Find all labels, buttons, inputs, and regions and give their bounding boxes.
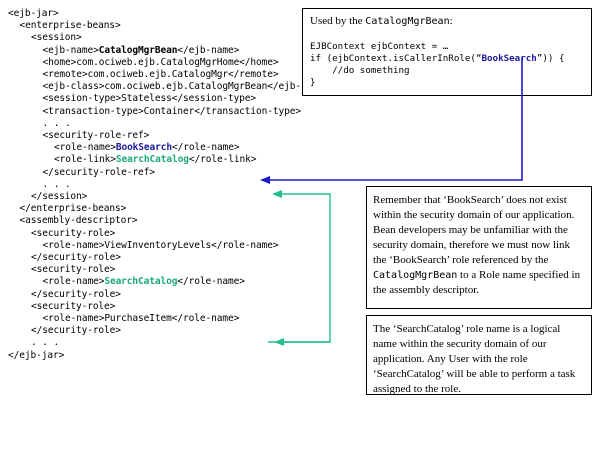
code-text: <assembly-descriptor> — [19, 215, 138, 227]
code-line: <session> — [31, 32, 82, 44]
callout-code-line: EJBContext ejbContext = … — [310, 41, 564, 53]
code-text: if (ejbContext.isCallerInRole(“ — [310, 53, 482, 64]
code-line: <ejb-jar> — [8, 8, 59, 20]
code-text: <home>com.ociweb.ejb.CatalogMgrHome</hom… — [42, 56, 279, 68]
code-text: . . . — [42, 117, 71, 129]
code-text: <role-link> — [54, 154, 116, 166]
code-line: <transaction-type>Container</transaction… — [43, 106, 302, 118]
code-text: <session> — [31, 32, 82, 44]
highlighted-role-name: BookSearch — [115, 142, 173, 154]
note-text: Remember that ‘BookSearch’ does not exis… — [373, 194, 575, 266]
code-line: <role-name>BookSearch</role-name> — [54, 142, 240, 154]
code-line: </security-role> — [31, 252, 121, 264]
code-text: <transaction-type>Container</transaction… — [42, 105, 302, 117]
code-line: </security-role-ref> — [43, 167, 155, 179]
code-line: <enterprise-beans> — [20, 20, 121, 32]
code-text: <session-type>Stateless</session-type> — [42, 93, 257, 105]
highlighted-role-name: SearchCatalog — [104, 276, 178, 288]
code-text: <ejb-name> — [42, 44, 99, 56]
code-text: <ejb-class>com.ociweb.ejb.CatalogMgrBean… — [42, 81, 335, 93]
code-line: <home>com.ociweb.ejb.CatalogMgrHome</hom… — [43, 57, 279, 69]
code-text: <role-name> — [42, 276, 105, 288]
code-line: <security-role> — [31, 301, 115, 313]
callout-code-line: if (ejbContext.isCallerInRole(“BookSearc… — [310, 53, 564, 65]
code-text: <enterprise-beans> — [19, 20, 121, 32]
code-line: . . . — [31, 337, 59, 349]
callout-code-box: Used by the CatalogMgrBean: EJBContext e… — [302, 8, 592, 96]
highlighted-role-name: BookSearch — [481, 53, 537, 64]
code-text: . . . — [42, 178, 71, 190]
code-line: </enterprise-beans> — [20, 203, 127, 215]
note-code-term: CatalogMgrBean — [373, 270, 458, 281]
code-text: </role-name> — [177, 276, 245, 288]
code-text: <security-role-ref> — [42, 130, 150, 141]
code-line: <role-name>ViewInventoryLevels</role-nam… — [43, 240, 279, 252]
code-text: <role-name> — [54, 142, 116, 154]
code-line: <ejb-name>CatalogMgrBean</ejb-name> — [43, 45, 240, 57]
code-line: <role-link>SearchCatalog</role-link> — [54, 154, 256, 166]
code-line: <session-type>Stateless</session-type> — [43, 93, 257, 105]
code-text: . . . — [31, 337, 60, 349]
callout-title: Used by the CatalogMgrBean: — [310, 15, 453, 27]
code-text: } — [310, 77, 316, 88]
code-text: </role-link> — [188, 154, 257, 166]
booksearch-note: Remember that ‘BookSearch’ does not exis… — [366, 186, 592, 309]
code-line: <security-role> — [31, 264, 115, 276]
code-text: </ejb-jar> — [8, 349, 65, 361]
code-text: </security-role> — [31, 325, 121, 337]
code-line: <role-name>SearchCatalog</role-name> — [43, 276, 245, 288]
code-line: </ejb-jar> — [8, 350, 64, 362]
code-text: <role-name>ViewInventoryLevels</role-nam… — [42, 239, 279, 251]
code-line: <role-name>PurchaseItem</role-name> — [43, 313, 240, 325]
code-line: <ejb-class>com.ociweb.ejb.CatalogMgrBean… — [43, 81, 335, 93]
highlighted-role-name: CatalogMgrBean — [98, 44, 178, 56]
code-text: </session> — [31, 191, 88, 202]
code-text: </security-role> — [31, 252, 121, 263]
callout-code-line: } — [310, 77, 564, 89]
code-line: <remote>com.ociweb.ejb.CatalogMgr</remot… — [43, 69, 279, 81]
code-line: </security-role> — [31, 289, 121, 301]
searchcatalog-link-arrow — [268, 190, 331, 343]
code-line: <security-role> — [31, 228, 115, 240]
code-text: <remote>com.ociweb.ejb.CatalogMgr</remot… — [42, 69, 279, 80]
searchcatalog-note-text: The ‘SearchCatalog’ role name is a logic… — [373, 323, 576, 395]
code-line: . . . — [43, 118, 71, 130]
code-line: <security-role-ref> — [43, 130, 150, 142]
code-line: </session> — [31, 191, 87, 203]
code-text: </role-name> — [172, 142, 240, 154]
code-line: </security-role> — [31, 325, 121, 337]
code-text: <security-role> — [31, 300, 116, 312]
code-text: <security-role> — [31, 227, 116, 239]
callout-code-snippet: EJBContext ejbContext = …if (ejbContext.… — [310, 41, 564, 89]
callout-code-line: //do something — [310, 65, 564, 77]
code-text: //do something — [310, 65, 410, 76]
code-text: <role-name>PurchaseItem</role-name> — [42, 313, 240, 324]
code-line: . . . — [43, 179, 71, 191]
code-text: EJBContext ejbContext = … — [310, 41, 449, 52]
code-text: ”)) { — [536, 53, 565, 64]
code-text: </security-role-ref> — [42, 166, 155, 178]
code-text: </security-role> — [31, 288, 121, 300]
code-text: </ejb-name> — [177, 44, 240, 56]
code-text: <security-role> — [31, 264, 116, 276]
code-text: </enterprise-beans> — [19, 203, 127, 215]
code-text: <ejb-jar> — [8, 8, 59, 19]
highlighted-role-name: SearchCatalog — [115, 154, 189, 166]
note-text: to a Role name specified in the assembly… — [373, 269, 581, 296]
code-line: <assembly-descriptor> — [20, 215, 138, 227]
searchcatalog-note: The ‘SearchCatalog’ role name is a logic… — [366, 315, 592, 395]
